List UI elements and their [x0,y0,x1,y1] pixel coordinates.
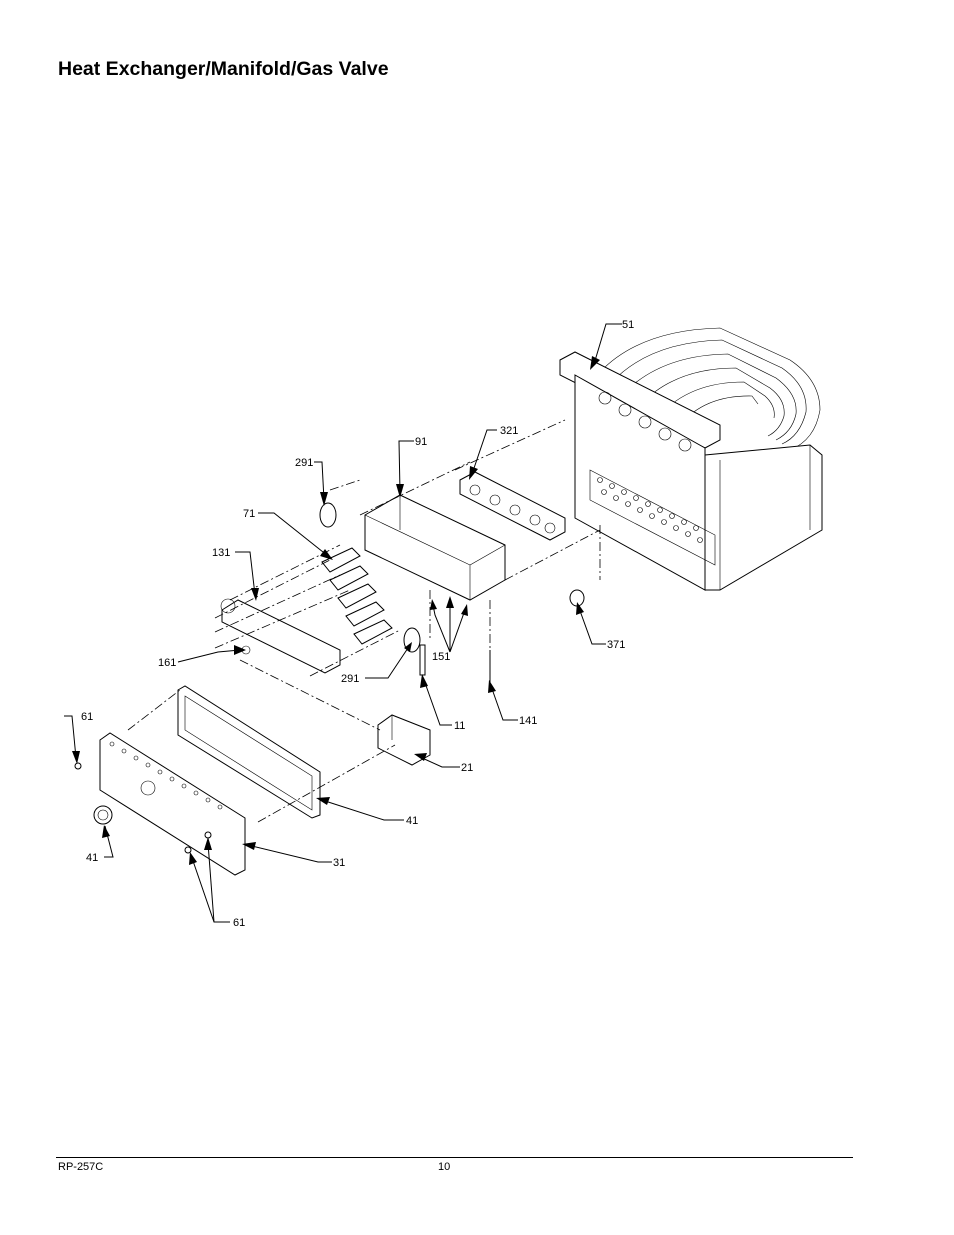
callout-61-upper: 61 [81,711,93,723]
igniter [419,644,426,676]
callout-31: 31 [333,857,345,869]
callout-291-upper: 291 [295,457,313,469]
callout-51: 51 [622,319,634,331]
gas-valve [377,714,431,766]
callout-41-ring: 41 [86,852,98,864]
callout-161: 161 [158,657,176,669]
callout-131: 131 [212,547,230,559]
screw-61-lower-a [184,846,192,854]
manifold [220,598,341,674]
burner-hole-pattern [597,477,703,543]
screw-61-upper [74,762,82,770]
footer-rule [56,1157,853,1158]
gasket-321 [459,471,566,541]
callout-11: 11 [454,720,465,732]
callout-21: 21 [461,762,473,774]
rollout-switch-upper [319,502,337,528]
callout-321: 321 [500,425,518,437]
callout-labels: 51 321 91 291 71 131 161 291 151 371 11 … [81,319,634,929]
burners [321,547,393,645]
burner-box [364,494,506,601]
sight-glass-ring [93,805,113,825]
heat-exchanger [559,327,823,591]
cover-gasket [177,685,321,819]
cover-bolt-holes [109,741,223,810]
callout-141: 141 [519,715,537,727]
callout-41-gasket: 41 [406,815,418,827]
page-number: 10 [438,1161,451,1173]
page-title: Heat Exchanger/Manifold/Gas Valve [58,58,389,80]
callout-291-lower: 291 [341,673,359,685]
leader-lines [64,323,622,923]
callout-151: 151 [432,651,450,663]
callout-371: 371 [607,639,625,651]
document-id: RP-257C [58,1161,104,1173]
callout-71: 71 [243,508,255,520]
callout-91: 91 [415,436,427,448]
callout-61-lower: 61 [233,917,245,929]
